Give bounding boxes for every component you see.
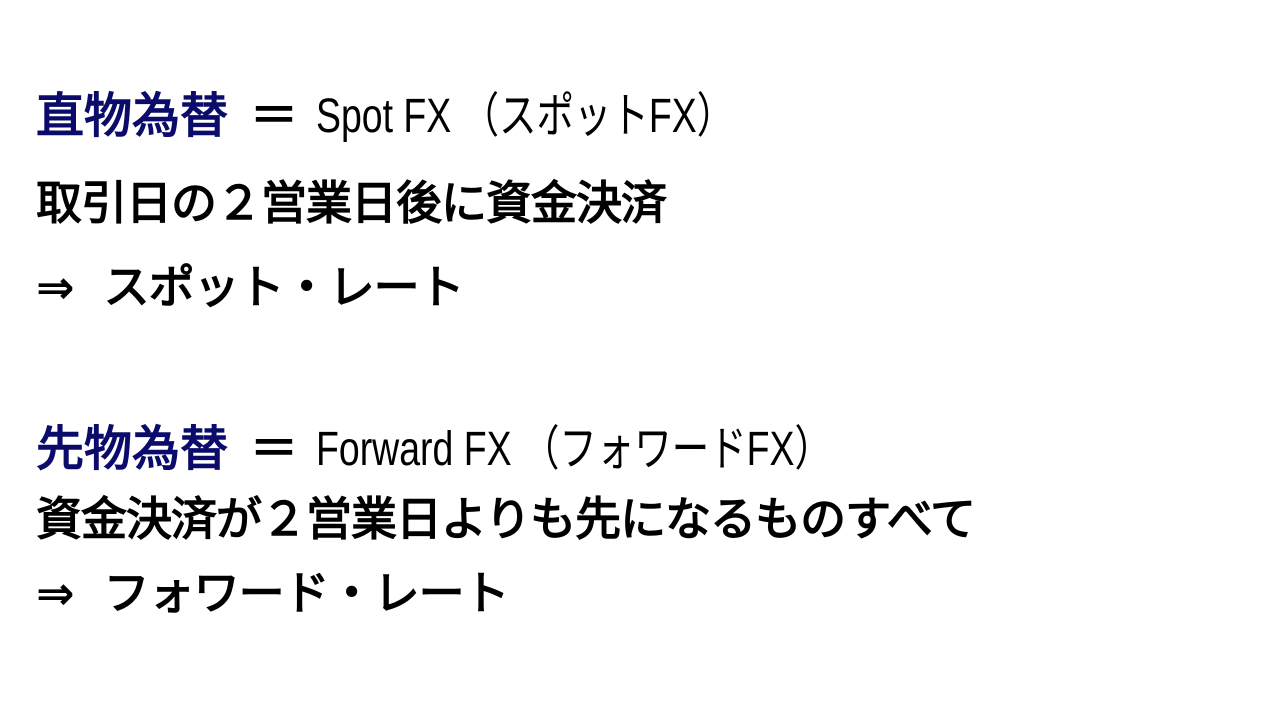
spot-rate: スポット・レート xyxy=(103,260,465,314)
spot-english-reading: Spot FX （スポットFX） xyxy=(316,93,734,141)
spot-heading: 直物為替＝Spot FX （スポットFX） xyxy=(36,92,852,141)
forward-english: Forward FX xyxy=(316,423,512,476)
forward-rate-line: ⇒ フォワード・レート xyxy=(36,570,510,616)
spot-rate-line: ⇒ スポット・レート xyxy=(36,264,465,310)
forward-term: 先物為替 xyxy=(36,421,229,477)
forward-definition: 資金決済が２営業日よりも先になるものすべて xyxy=(36,492,976,546)
spot-definition: 取引日の２営業日後に資金決済 xyxy=(36,176,667,230)
spot-equals: ＝ xyxy=(250,88,299,144)
arrow-icon: ⇒ xyxy=(36,566,75,620)
forward-reading: （フォワードFX） xyxy=(522,423,832,476)
forward-english-reading: Forward FX （フォワードFX） xyxy=(316,426,832,474)
forward-rate: フォワード・レート xyxy=(103,566,510,620)
spot-term: 直物為替 xyxy=(36,88,229,144)
spot-reading: （スポットFX） xyxy=(461,90,735,143)
forward-equals: ＝ xyxy=(250,421,299,477)
arrow-icon: ⇒ xyxy=(36,260,75,314)
spot-english: Spot FX xyxy=(316,90,452,143)
forward-heading: 先物為替＝Forward FX （フォワードFX） xyxy=(36,425,977,474)
